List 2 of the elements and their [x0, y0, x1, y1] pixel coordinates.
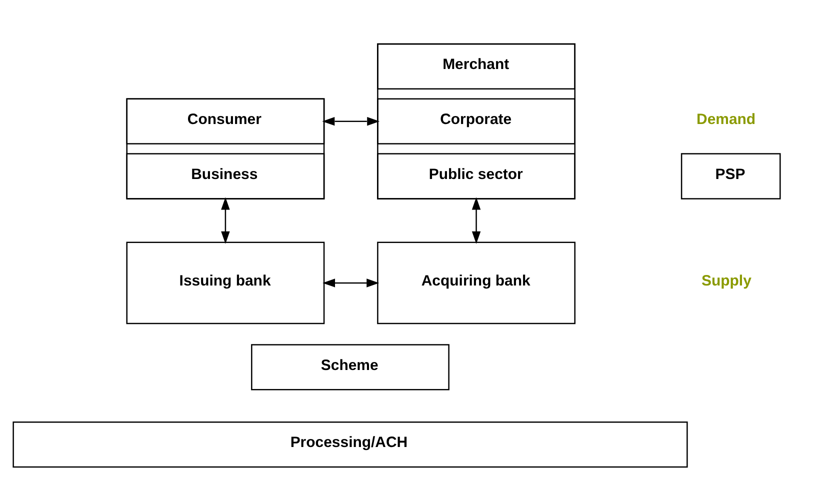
label: Demand	[696, 110, 756, 128]
label: Supply	[702, 272, 752, 290]
